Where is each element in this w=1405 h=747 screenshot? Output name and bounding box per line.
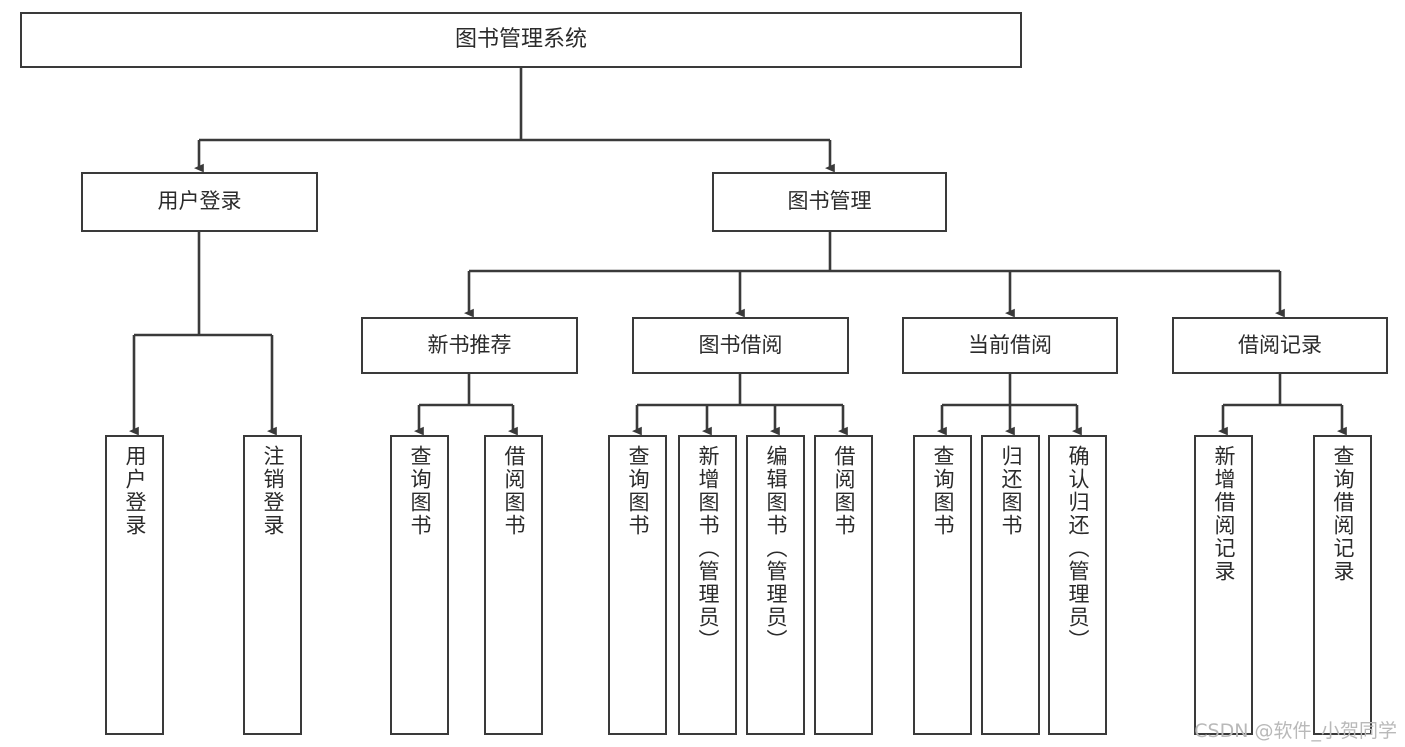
node-label: 借阅图书 xyxy=(832,445,856,537)
node-label: 新增图书（管理员） xyxy=(696,445,720,652)
node-leaf-query-book-2[interactable]: 查询图书 xyxy=(608,435,667,735)
node-leaf-query-record[interactable]: 查询借阅记录 xyxy=(1313,435,1372,735)
node-leaf-add-record[interactable]: 新增借阅记录 xyxy=(1194,435,1253,735)
node-leaf-query-book-3[interactable]: 查询图书 xyxy=(913,435,972,735)
node-label: 新书推荐 xyxy=(427,332,512,357)
node-label: 归还图书 xyxy=(999,445,1023,537)
node-leaf-user-login[interactable]: 用户登录 xyxy=(105,435,164,735)
node-leaf-edit-book[interactable]: 编辑图书（管理员） xyxy=(746,435,805,735)
node-book-management[interactable]: 图书管理 xyxy=(712,172,947,232)
node-new-book-recommend[interactable]: 新书推荐 xyxy=(361,317,578,374)
node-book-management-system[interactable]: 图书管理系统 xyxy=(20,12,1022,68)
node-label: 查询图书 xyxy=(408,445,432,537)
node-label: 当前借阅 xyxy=(968,332,1052,357)
node-label: 查询借阅记录 xyxy=(1331,445,1355,583)
node-leaf-logout-login[interactable]: 注销登录 xyxy=(243,435,302,735)
csdn-watermark: CSDN @软件_小贺同学 xyxy=(1194,720,1397,742)
node-label: 查询图书 xyxy=(931,445,955,537)
node-current-borrow[interactable]: 当前借阅 xyxy=(902,317,1118,374)
node-label: 借阅记录 xyxy=(1238,332,1322,357)
node-leaf-borrow-book-2[interactable]: 借阅图书 xyxy=(814,435,873,735)
node-label: 用户登录 xyxy=(157,189,242,214)
node-label: 确认归还（管理员） xyxy=(1066,445,1090,652)
node-label: 编辑图书（管理员） xyxy=(764,445,788,652)
node-borrow-record[interactable]: 借阅记录 xyxy=(1172,317,1388,374)
node-label: 图书借阅 xyxy=(698,332,783,357)
node-book-borrow[interactable]: 图书借阅 xyxy=(632,317,849,374)
node-leaf-query-book-1[interactable]: 查询图书 xyxy=(390,435,449,735)
node-leaf-borrow-book-1[interactable]: 借阅图书 xyxy=(484,435,543,735)
node-leaf-add-book[interactable]: 新增图书（管理员） xyxy=(678,435,737,735)
node-user-login[interactable]: 用户登录 xyxy=(81,172,318,232)
node-label: 图书管理 xyxy=(787,189,872,214)
node-leaf-return-book[interactable]: 归还图书 xyxy=(981,435,1040,735)
node-label: 新增借阅记录 xyxy=(1212,445,1236,583)
node-label: 图书管理系统 xyxy=(454,26,587,52)
node-label: 注销登录 xyxy=(261,445,285,537)
node-leaf-confirm-return[interactable]: 确认归还（管理员） xyxy=(1048,435,1107,735)
node-label: 查询图书 xyxy=(626,445,650,537)
node-label: 借阅图书 xyxy=(502,445,526,537)
node-label: 用户登录 xyxy=(123,445,147,537)
